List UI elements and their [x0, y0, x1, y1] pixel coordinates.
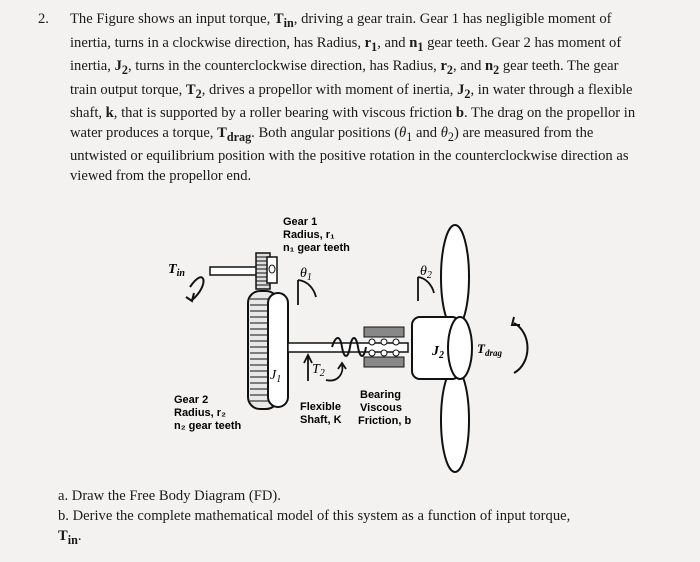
j2-label: J2	[431, 344, 444, 361]
shaft-label: Flexible Shaft, K	[300, 401, 344, 426]
theta1-label: θ1	[300, 266, 312, 283]
tin-arrow	[185, 276, 205, 303]
tin-label: Tin	[168, 262, 185, 279]
problem-statement: 2. The Figure shows an input torque, Tin…	[38, 10, 638, 186]
flexible-shaft	[331, 337, 367, 357]
bearing	[363, 326, 405, 368]
task-b: b. Derive the complete mathematical mode…	[58, 507, 571, 547]
task-list: a. Draw the Free Body Diagram (FD). b. D…	[58, 487, 658, 550]
t2-label: T2	[312, 362, 325, 379]
task-a: a. Draw the Free Body Diagram (FD).	[58, 488, 281, 504]
problem-number: 2.	[38, 11, 49, 27]
problem-text: The Figure shows an input torque, Tin, d…	[70, 11, 636, 184]
tdrag-arrow	[510, 316, 529, 374]
t2-arrow	[303, 352, 347, 382]
j1-label: J1	[270, 368, 281, 385]
propellor	[411, 224, 473, 473]
gear-1	[255, 252, 278, 290]
theta2-marker	[417, 276, 435, 301]
theta2-label: θ2	[420, 264, 432, 281]
gear-2	[247, 290, 289, 410]
gear2-label: Gear 2 Radius, r₂ n₂ gear teeth	[174, 394, 242, 432]
input-shaft	[209, 266, 261, 276]
tdrag-label: Tdrag	[477, 341, 502, 358]
output-shaft	[287, 342, 409, 353]
gear-train-figure: Tin Gear 1 Radius, r₁ n₁ gear teeth θ1	[168, 216, 529, 473]
bearing-label: Bearing Viscous Friction, b	[358, 389, 411, 427]
theta1-marker	[297, 279, 317, 305]
gear1-label: Gear 1 Radius, r₁ n₁ gear teeth	[283, 216, 350, 254]
